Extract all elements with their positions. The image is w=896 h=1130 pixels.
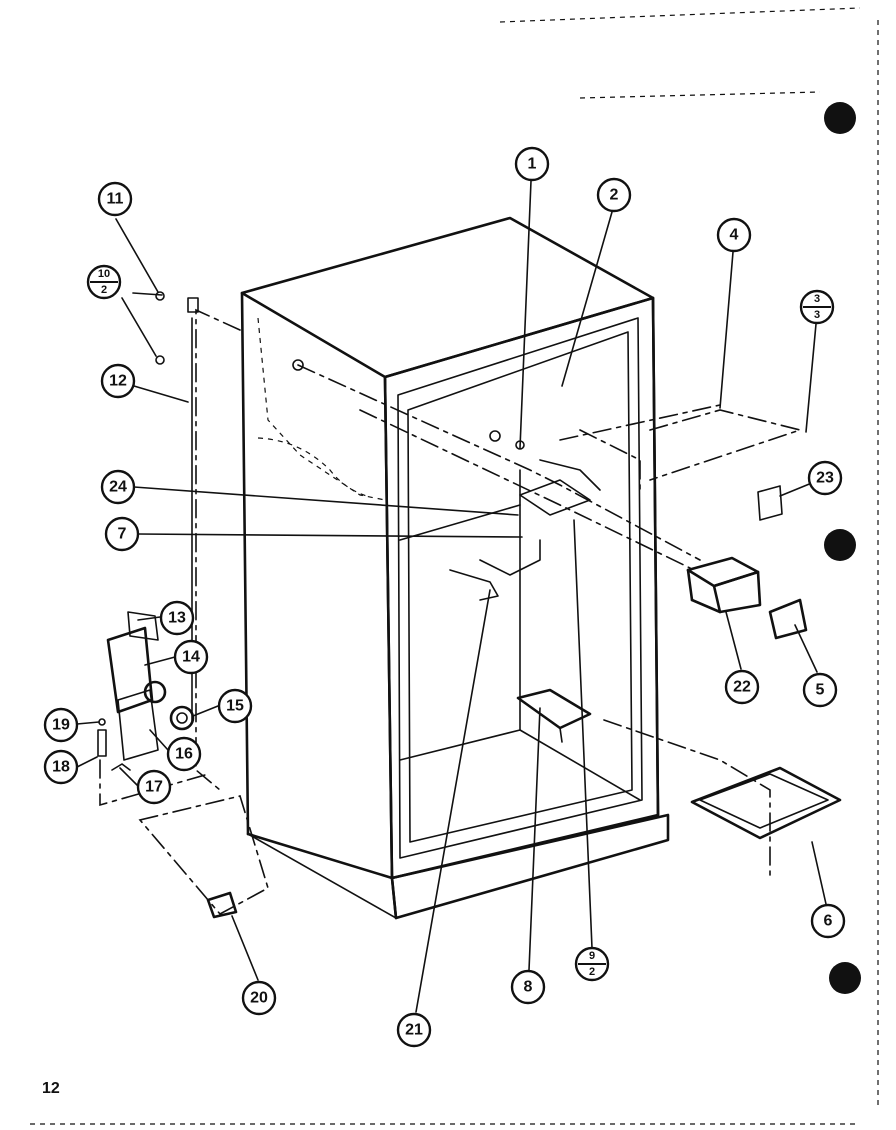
callout-16: 16	[166, 736, 202, 772]
callout-18: 18	[43, 749, 79, 785]
duct-assembly	[297, 364, 808, 640]
svg-text:22: 22	[733, 679, 751, 696]
callout-4: 4	[716, 217, 752, 253]
callout-24: 24	[100, 469, 136, 505]
svg-text:3: 3	[814, 309, 820, 321]
svg-text:18: 18	[52, 759, 70, 776]
callout-14: 14	[173, 639, 209, 675]
drain-part	[138, 795, 269, 919]
svg-text:8: 8	[524, 979, 533, 996]
registration-marks	[30, 7, 879, 1125]
callout-10-over-2: 102	[86, 264, 122, 300]
svg-text:15: 15	[226, 698, 244, 715]
callout-13: 13	[159, 600, 195, 636]
svg-text:19: 19	[52, 717, 70, 734]
callout-8: 8	[510, 969, 546, 1005]
cabinet-body	[240, 216, 670, 920]
svg-text:11: 11	[107, 191, 124, 208]
svg-text:5: 5	[816, 682, 825, 699]
registration-dot-top	[824, 102, 856, 134]
svg-text:2: 2	[101, 284, 107, 296]
callout-15: 15	[217, 688, 253, 724]
callout-21: 21	[396, 1012, 432, 1048]
svg-text:2: 2	[610, 187, 619, 204]
callout-20: 20	[241, 980, 277, 1016]
svg-text:16: 16	[175, 746, 193, 763]
callout-11: 11	[97, 181, 133, 217]
svg-text:20: 20	[250, 990, 268, 1007]
svg-text:21: 21	[405, 1022, 423, 1039]
callout-12: 12	[100, 363, 136, 399]
svg-text:12: 12	[109, 373, 127, 390]
svg-text:1: 1	[528, 156, 537, 173]
callout-22: 22	[724, 669, 760, 705]
svg-text:7: 7	[118, 526, 127, 543]
callout-6: 6	[810, 903, 846, 939]
svg-text:6: 6	[824, 913, 833, 930]
callout-2: 2	[596, 177, 632, 213]
leader-lines	[76, 180, 827, 1013]
svg-text:9: 9	[589, 950, 595, 962]
svg-text:10: 10	[98, 268, 110, 280]
page-number: 12	[42, 1080, 60, 1097]
svg-text:13: 13	[168, 610, 186, 627]
callout-17: 17	[136, 769, 172, 805]
callout-5: 5	[802, 672, 838, 708]
callout-9-over-2: 92	[574, 946, 610, 982]
svg-text:17: 17	[145, 779, 163, 796]
svg-text:2: 2	[589, 966, 595, 978]
bracket-and-cover	[516, 688, 842, 881]
svg-text:4: 4	[730, 227, 739, 244]
svg-text:23: 23	[816, 470, 834, 487]
registration-dot-bottom	[829, 962, 861, 994]
callout-3-over-3: 33	[799, 289, 835, 325]
callout-19: 19	[43, 707, 79, 743]
callout-7: 7	[104, 516, 140, 552]
callout-1: 1	[514, 146, 550, 182]
svg-text:3: 3	[814, 293, 820, 305]
svg-text:14: 14	[182, 649, 200, 666]
callout-23: 23	[807, 460, 843, 496]
registration-dot-middle	[824, 529, 856, 561]
svg-text:24: 24	[109, 479, 127, 496]
